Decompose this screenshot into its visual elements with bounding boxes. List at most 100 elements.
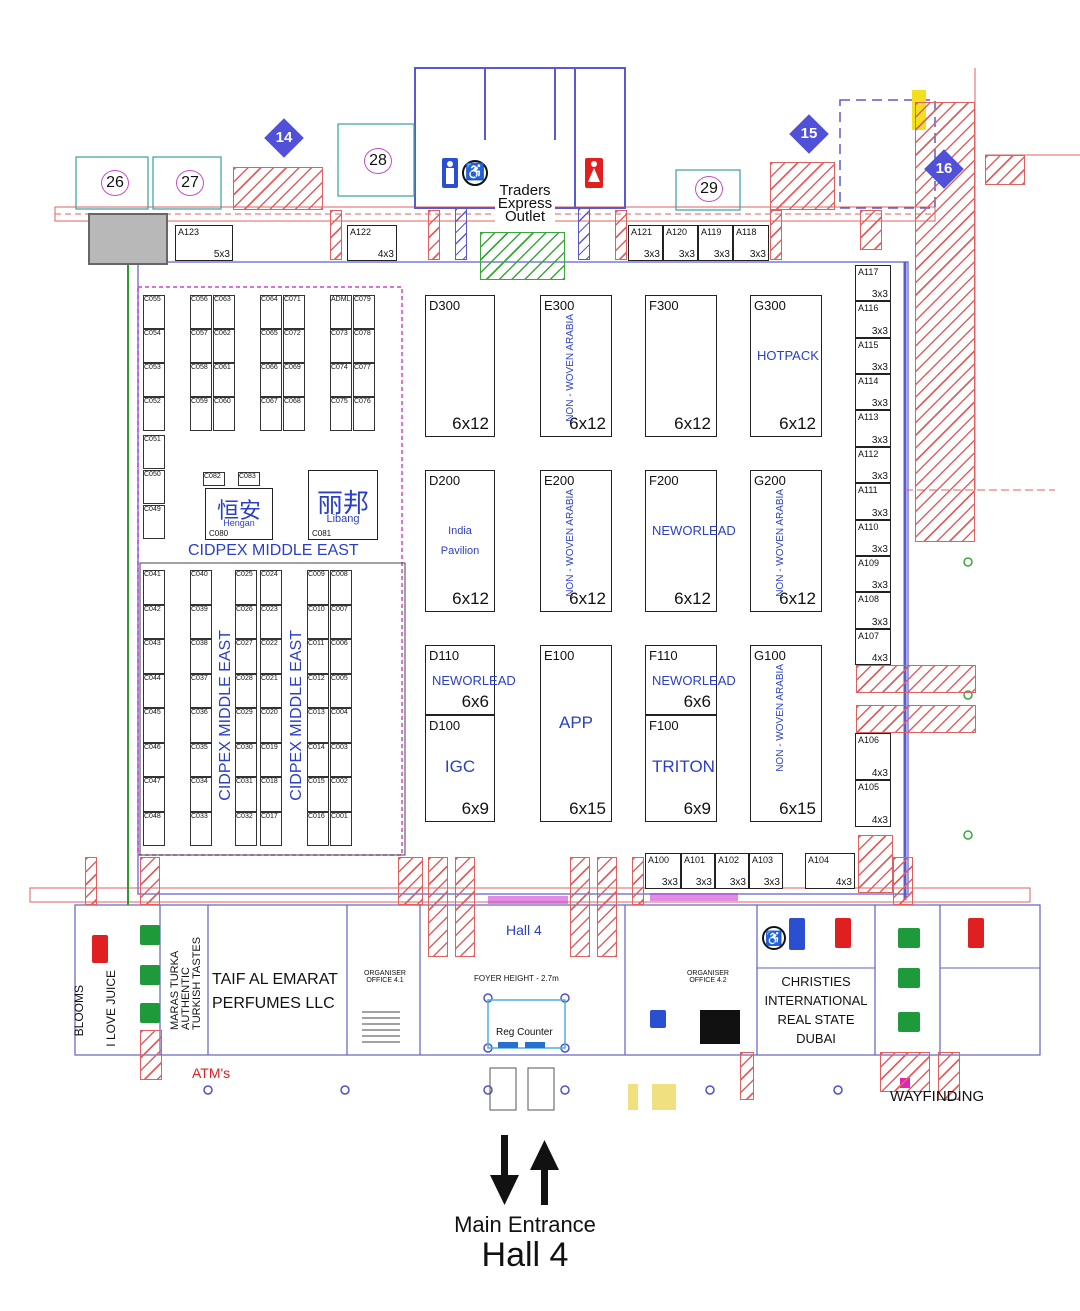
booth-c036[interactable]: C036 — [190, 708, 212, 743]
booth-c056[interactable]: C056 — [190, 295, 212, 329]
booth-c035[interactable]: C035 — [190, 742, 212, 777]
booth-c079[interactable]: C079 — [353, 295, 375, 329]
booth-c042[interactable]: C042 — [143, 604, 165, 639]
booth-c076[interactable]: C076 — [353, 397, 375, 431]
booth-c058[interactable]: C058 — [190, 363, 212, 397]
booth-c057[interactable]: C057 — [190, 329, 212, 363]
booth-c002[interactable]: C002 — [330, 777, 352, 812]
booth-c015[interactable]: C015 — [307, 777, 329, 812]
booth-c049[interactable]: C049 — [143, 505, 165, 539]
booth-c066[interactable]: C066 — [260, 363, 282, 397]
booth-c050[interactable]: C050 — [143, 470, 165, 504]
booth-c009[interactable]: C009 — [307, 570, 329, 605]
booth-c024[interactable]: C024 — [260, 570, 282, 605]
booth-c003[interactable]: C003 — [330, 742, 352, 777]
booth-c037[interactable]: C037 — [190, 673, 212, 708]
booth-adml[interactable]: ADML — [330, 295, 352, 329]
booth-hengan[interactable]: 恒安 Hengan C080 — [205, 488, 273, 540]
booth-c053[interactable]: C053 — [143, 363, 165, 397]
booth-c018[interactable]: C018 — [260, 777, 282, 812]
booth-c007[interactable]: C007 — [330, 604, 352, 639]
booth-c039[interactable]: C039 — [190, 604, 212, 639]
booth-c016[interactable]: C016 — [307, 811, 329, 846]
marker-15[interactable]: 15 — [789, 114, 829, 154]
booth-libang[interactable]: 丽邦 Libang C081 — [308, 470, 378, 540]
booth-c030[interactable]: C030 — [235, 742, 257, 777]
zone-28[interactable]: 28 — [364, 148, 392, 174]
booth-c048[interactable]: C048 — [143, 811, 165, 846]
booth-c005[interactable]: C005 — [330, 673, 352, 708]
booth-c064[interactable]: C064 — [260, 295, 282, 329]
booth-c038[interactable]: C038 — [190, 639, 212, 674]
booth-c055[interactable]: C055 — [143, 295, 165, 329]
booth-c001[interactable]: C001 — [330, 811, 352, 846]
booth-c051[interactable]: C051 — [143, 435, 165, 469]
booth-c059[interactable]: C059 — [190, 397, 212, 431]
booth-c047[interactable]: C047 — [143, 777, 165, 812]
booth-c061[interactable]: C061 — [213, 363, 235, 397]
booth-c011[interactable]: C011 — [307, 639, 329, 674]
booth-c072[interactable]: C072 — [283, 329, 305, 363]
booth-c041[interactable]: C041 — [143, 570, 165, 605]
booth-c083[interactable]: C083 — [238, 472, 260, 486]
booth-c023[interactable]: C023 — [260, 604, 282, 639]
booth-c046[interactable]: C046 — [143, 742, 165, 777]
booth-c010[interactable]: C010 — [307, 604, 329, 639]
booth-c027[interactable]: C027 — [235, 639, 257, 674]
booth-c004[interactable]: C004 — [330, 708, 352, 743]
booth-c028[interactable]: C028 — [235, 673, 257, 708]
booth-c074[interactable]: C074 — [330, 363, 352, 397]
booth-c082[interactable]: C082 — [203, 472, 225, 486]
zone-27[interactable]: 27 — [176, 170, 204, 196]
booth-c013[interactable]: C013 — [307, 708, 329, 743]
booth-c017[interactable]: C017 — [260, 811, 282, 846]
booth-c032[interactable]: C032 — [235, 811, 257, 846]
booth-c033[interactable]: C033 — [190, 811, 212, 846]
booth-c077[interactable]: C077 — [353, 363, 375, 397]
booth-c014[interactable]: C014 — [307, 742, 329, 777]
marker-14[interactable]: 14 — [264, 118, 304, 158]
booth-c062[interactable]: C062 — [213, 329, 235, 363]
booth-c012[interactable]: C012 — [307, 673, 329, 708]
zone-29[interactable]: 29 — [695, 176, 723, 202]
booth-c021[interactable]: C021 — [260, 673, 282, 708]
booth-c069[interactable]: C069 — [283, 363, 305, 397]
marker-16[interactable]: 16 — [924, 149, 964, 189]
booth-c044[interactable]: C044 — [143, 673, 165, 708]
booth-c067[interactable]: C067 — [260, 397, 282, 431]
booth-c006[interactable]: C006 — [330, 639, 352, 674]
booth-c052[interactable]: C052 — [143, 397, 165, 431]
booth-c054[interactable]: C054 — [143, 329, 165, 363]
